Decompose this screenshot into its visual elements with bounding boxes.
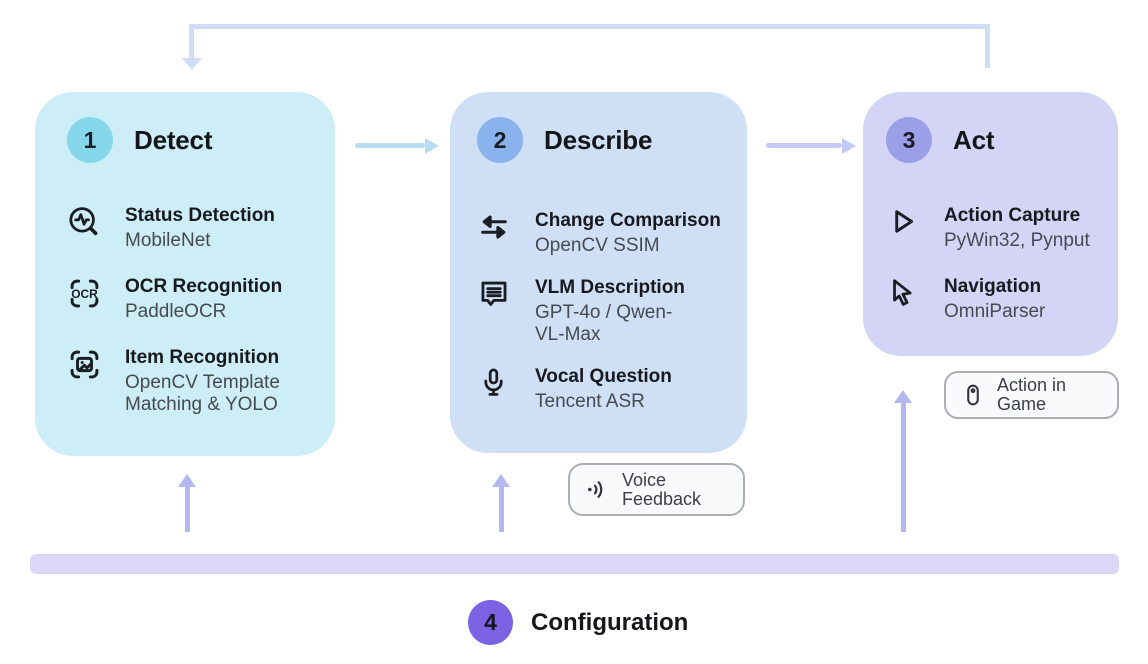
feature-item: OCR OCR Recognition PaddleOCR — [67, 276, 317, 323]
step-header: 1 Detect — [67, 117, 317, 163]
feature-subtitle: PyWin32, Pynput — [944, 230, 1090, 251]
feedback-loop-line-top — [189, 24, 990, 29]
voice-feedback-badge: Voice Feedback — [568, 463, 745, 516]
arrow-config-to-detect-head-icon — [178, 474, 196, 487]
feature-text: Vocal Question Tencent ASR — [535, 366, 672, 413]
feature-subtitle: OmniParser — [944, 301, 1046, 322]
feature-title: Vocal Question — [535, 366, 672, 387]
feedback-loop-line-left — [189, 24, 194, 58]
feedback-loop-arrowhead-icon — [182, 58, 202, 70]
step-number-badge: 2 — [477, 117, 523, 163]
step-title: Describe — [544, 124, 653, 155]
feature-subtitle: GPT-4o / Qwen-VL-Max — [535, 302, 673, 345]
step-header: 3 Act — [886, 117, 1106, 163]
action-in-game-label: Action in Game — [997, 375, 1067, 414]
feedback-loop-line-right — [985, 24, 990, 68]
voice-feedback-label: Voice Feedback — [622, 469, 702, 509]
feature-text: VLM Description GPT-4o / Qwen-VL-Max — [535, 277, 700, 346]
feature-title: Change Comparison — [535, 210, 721, 231]
svg-text:OCR: OCR — [71, 287, 98, 301]
step-number-badge: 4 — [468, 600, 513, 645]
ocr-scan-icon: OCR — [67, 276, 107, 311]
step-number-badge: 3 — [886, 117, 932, 163]
configuration-label: Configuration — [531, 608, 689, 636]
feature-item: VLM Description GPT-4o / Qwen-VL-Max — [477, 277, 733, 346]
feature-title: Item Recognition — [125, 347, 280, 368]
feature-title: Navigation — [944, 276, 1042, 297]
feature-subtitle: Tencent ASR — [535, 391, 645, 412]
feature-text: Change Comparison OpenCV SSIM — [535, 210, 721, 257]
speech-bubble-icon — [477, 277, 517, 311]
feature-list: Action Capture PyWin32, Pynput Navigatio… — [886, 205, 1106, 323]
feature-title: Action Capture — [944, 205, 1081, 226]
feature-list: Change Comparison OpenCV SSIM VLM Descri… — [477, 210, 733, 413]
feature-text: Status Detection MobileNet — [125, 205, 275, 252]
step-title: Act — [953, 124, 995, 155]
feature-title: Status Detection — [125, 205, 275, 226]
step-number-badge: 1 — [67, 117, 113, 163]
configuration-bar — [30, 554, 1119, 574]
arrow-config-to-describe — [499, 487, 504, 532]
feature-list: Status Detection MobileNet OCR — [67, 205, 317, 416]
step-box-describe: 2 Describe Change Comparison OpenCV SSIM — [450, 92, 747, 453]
feature-item: Navigation OmniParser — [886, 276, 1106, 323]
feature-item: Status Detection MobileNet — [67, 205, 317, 252]
play-icon — [886, 205, 926, 238]
configuration-row: 4 Configuration — [468, 600, 688, 645]
cursor-icon — [886, 276, 926, 309]
feature-item: Action Capture PyWin32, Pynput — [886, 205, 1106, 252]
swap-arrows-icon — [477, 210, 517, 244]
arrow-config-to-describe-head-icon — [492, 474, 510, 487]
feature-item: Vocal Question Tencent ASR — [477, 366, 733, 413]
arrow-config-to-detect — [185, 487, 190, 532]
feature-subtitle: OpenCV Template Matching & YOLO — [125, 372, 280, 415]
feature-item: Change Comparison OpenCV SSIM — [477, 210, 733, 257]
feature-text: Item Recognition OpenCV Template Matchin… — [125, 347, 303, 416]
arrow-config-to-act — [901, 403, 906, 532]
feature-subtitle: MobileNet — [125, 230, 211, 251]
feature-subtitle: OpenCV SSIM — [535, 235, 660, 256]
step-header: 2 Describe — [477, 117, 733, 163]
feature-title: OCR Recognition — [125, 276, 283, 297]
arrow-describe-to-act-head-icon — [842, 137, 856, 154]
arrow-detect-to-describe — [355, 143, 425, 148]
arrow-config-to-act-head-icon — [894, 390, 912, 403]
feature-subtitle: PaddleOCR — [125, 301, 227, 322]
arrow-detect-to-describe-head-icon — [425, 137, 439, 154]
action-in-game-badge: Action in Game — [944, 371, 1119, 419]
feature-text: OCR Recognition PaddleOCR — [125, 276, 282, 323]
step-title: Detect — [134, 124, 213, 155]
step-box-act: 3 Act Action Capture PyWin32, Pynput — [863, 92, 1118, 356]
feature-text: Navigation OmniParser — [944, 276, 1045, 323]
pulse-magnifier-icon — [67, 205, 107, 238]
feature-text: Action Capture PyWin32, Pynput — [944, 205, 1090, 252]
arrow-describe-to-act — [766, 143, 842, 148]
step-box-detect: 1 Detect Status Detection MobileNet — [35, 92, 335, 456]
microphone-icon — [477, 366, 517, 399]
feature-title: VLM Description — [535, 277, 685, 298]
feature-item: Item Recognition OpenCV Template Matchin… — [67, 347, 317, 416]
voice-wave-icon — [584, 476, 611, 503]
mouse-icon — [960, 382, 986, 408]
image-scan-icon — [67, 347, 107, 382]
